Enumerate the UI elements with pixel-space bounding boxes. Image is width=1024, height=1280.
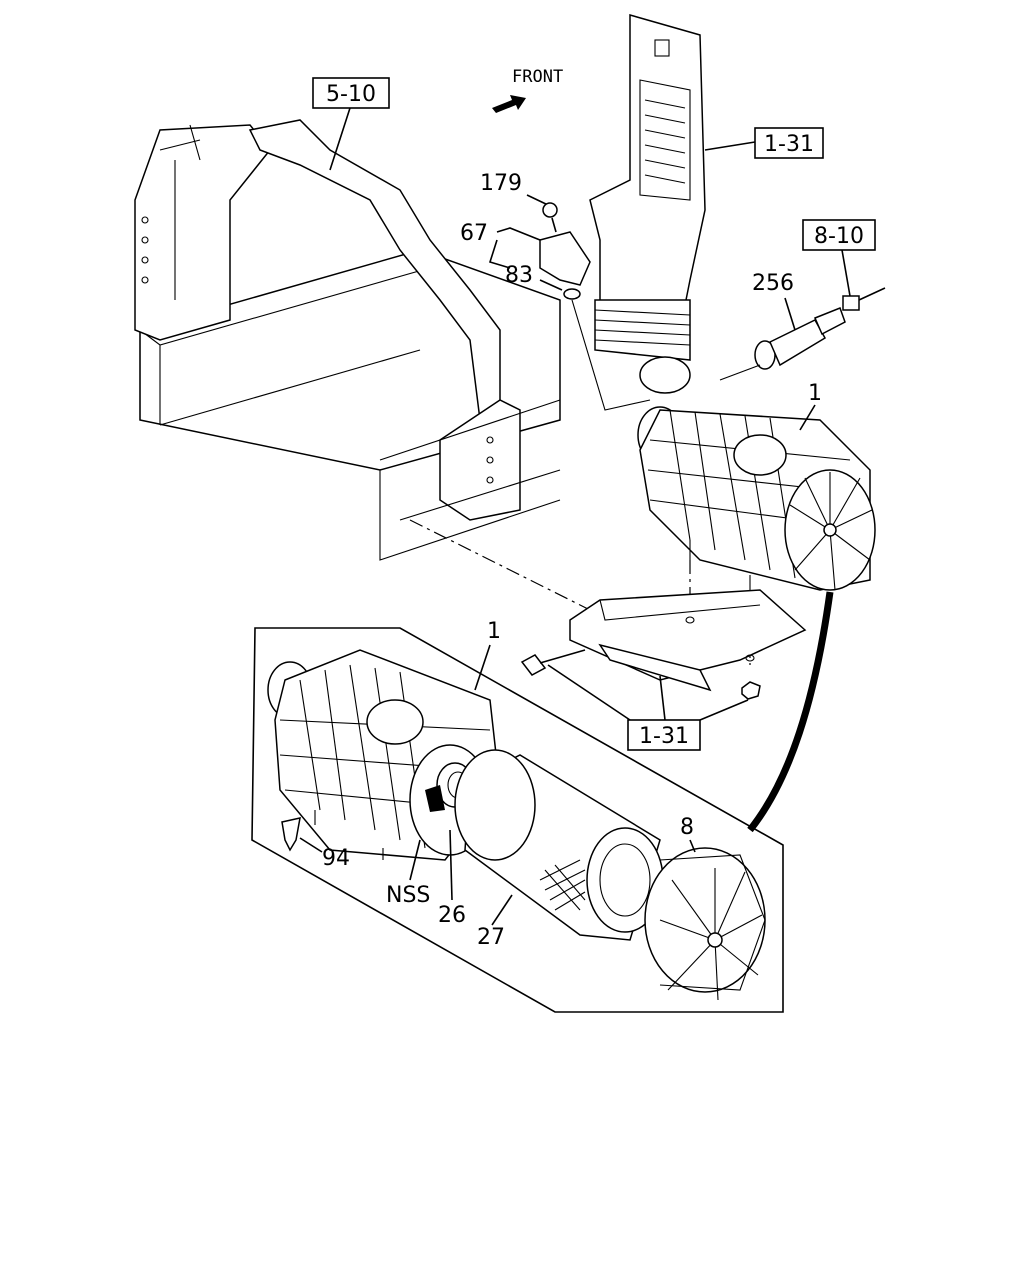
front-label: FRONT [512,67,563,87]
air-intake-duct [589,14,756,394]
bolt-179: 179 [480,171,558,233]
o-ring-83: 83 [505,263,651,411]
air-cleaner-installed: 1 [637,381,876,665]
callout-179: 179 [480,171,522,196]
ref-8-10-box: 8-10 [802,219,876,297]
detail-connector-arrow [747,591,834,833]
front-arrow-group: FRONT [492,67,563,113]
callout-94: 94 [322,846,350,871]
indicator-256: 256 [719,271,886,381]
front-arrow-icon [492,95,526,113]
callout-27: 27 [477,925,505,950]
mounting-bracket [520,589,807,721]
ref-5-10-box: 5-10 [312,77,390,171]
ref-1-31-top-label: 1-31 [764,132,814,157]
callout-67: 67 [460,221,488,246]
callout-256: 256 [752,271,794,296]
bracket-67: 67 [460,221,591,286]
exploded-view-inset: 1 94 NSS 26 2 [251,619,784,1013]
ref-1-31-top-box: 1-31 [754,127,824,159]
callout-83: 83 [505,263,533,288]
ref-1-31-bottom-box: 1-31 [627,719,701,751]
callout-1-inset: 1 [487,619,501,644]
frame-crossmember [134,119,591,611]
callout-nss: NSS [386,883,430,908]
ref-1-31-bottom-label: 1-31 [639,724,689,749]
callout-26: 26 [438,903,466,928]
ref-8-10-label: 8-10 [814,224,864,249]
callout-1-top: 1 [808,381,822,406]
ref-5-10-label: 5-10 [326,82,376,107]
callout-8: 8 [680,815,694,840]
